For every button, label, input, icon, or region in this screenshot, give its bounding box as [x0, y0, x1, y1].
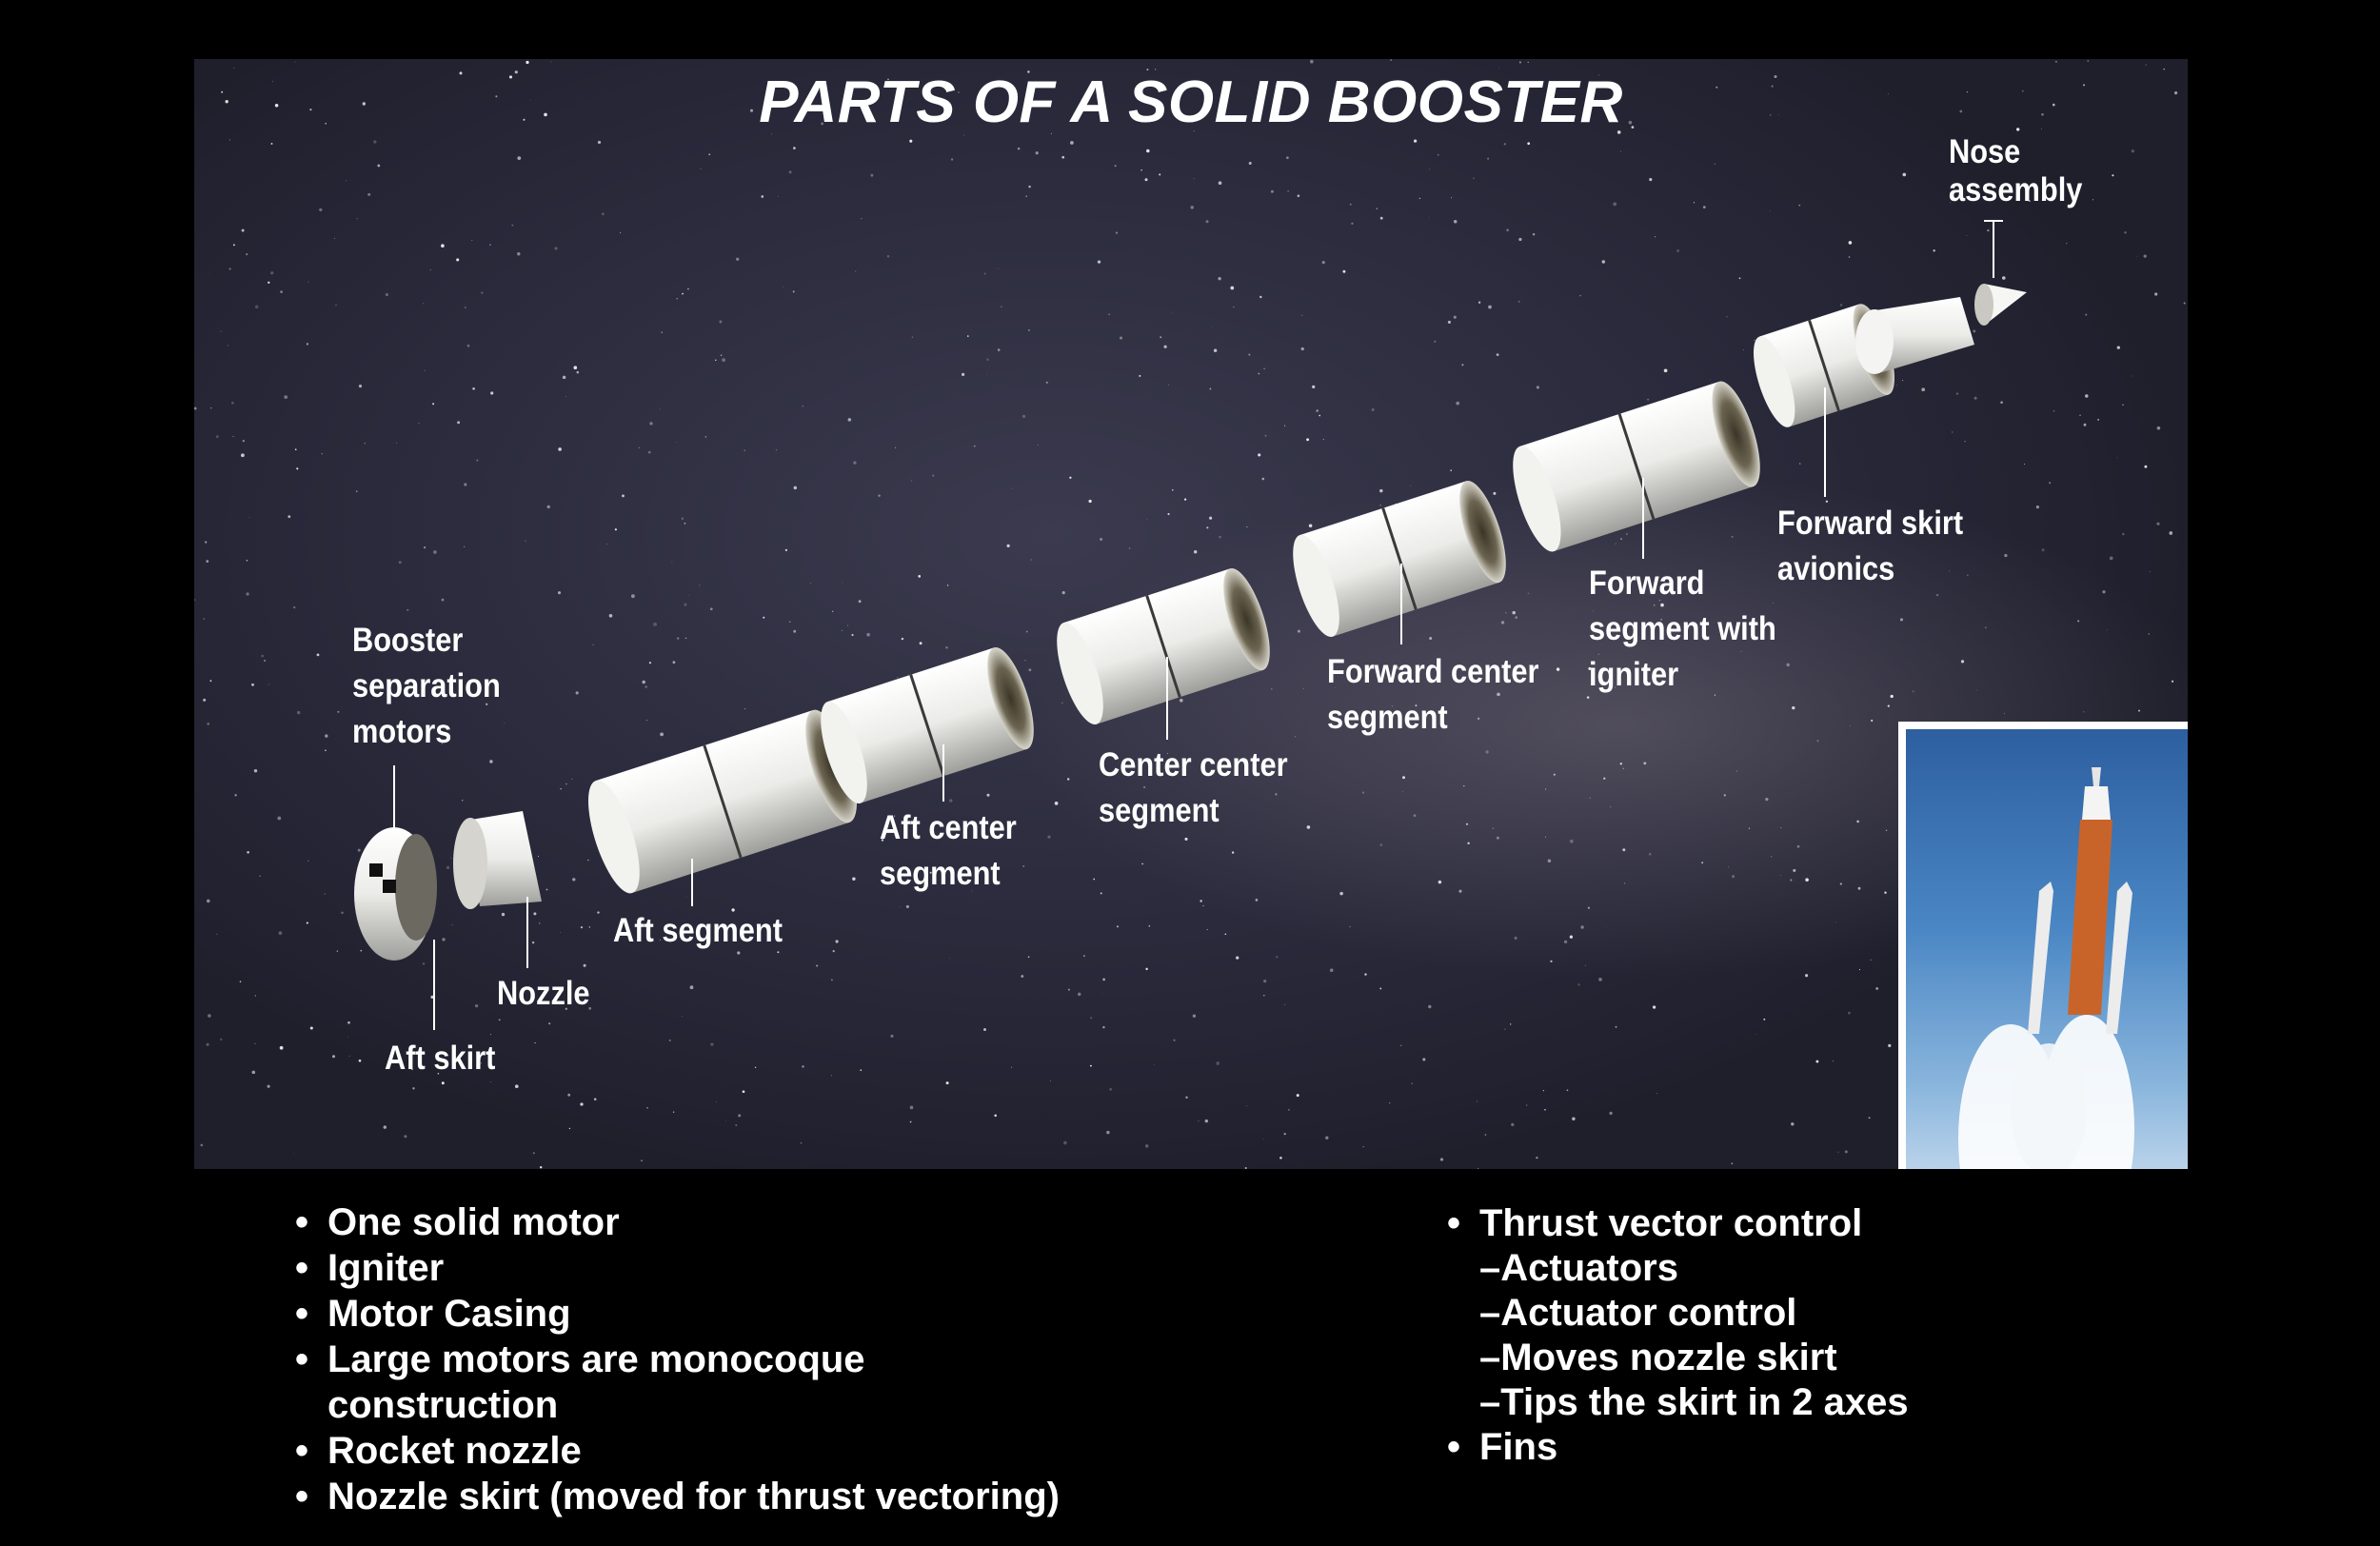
rocket-launch-image [1906, 729, 2188, 1169]
sub-bullet-item: –Moves nozzle skirt [1447, 1336, 1909, 1380]
bullet-item: Thrust vector control [1447, 1201, 1909, 1246]
bullet-item: Igniter [295, 1245, 1060, 1291]
label-aft-skirt: Aft skirt [385, 1036, 495, 1081]
booster-illustration [194, 59, 2188, 1169]
label-nozzle: Nozzle [497, 971, 590, 1017]
bullet-item: Large motors are monocoque [295, 1337, 1060, 1382]
sub-bullet-item: –Actuator control [1447, 1291, 1909, 1336]
forward-center-segment-shape [1283, 476, 1516, 642]
bullet-item: Motor Casing [295, 1291, 1060, 1337]
left-bullet-list: One solid motor Igniter Motor Casing Lar… [295, 1199, 1060, 1519]
center-center-segment-shape [1047, 564, 1279, 729]
bullet-item: One solid motor [295, 1199, 1060, 1245]
sub-bullet-item: –Tips the skirt in 2 axes [1447, 1380, 1909, 1425]
nozzle-shape [453, 811, 542, 909]
sub-bullet-item: –Actuators [1447, 1246, 1909, 1291]
aft-skirt-shape [354, 827, 437, 961]
aft-center-segment-shape [811, 643, 1043, 808]
bullet-item: Nozzle skirt (moved for thrust vectoring… [295, 1474, 1060, 1519]
label-aft-segment: Aft segment [613, 908, 783, 954]
diagram-title: PARTS OF A SOLID BOOSTER [194, 69, 2188, 136]
bullet-item: Rocket nozzle [295, 1428, 1060, 1474]
nose-assembly-shape [1855, 284, 2027, 374]
bullet-continuation: construction [295, 1382, 1060, 1428]
right-bullet-list: Thrust vector control –Actuators –Actuat… [1447, 1201, 1909, 1470]
rocket-launch-inset [1898, 722, 2188, 1169]
forward-segment-shape [1503, 376, 1770, 557]
bullet-item: Fins [1447, 1425, 1909, 1470]
